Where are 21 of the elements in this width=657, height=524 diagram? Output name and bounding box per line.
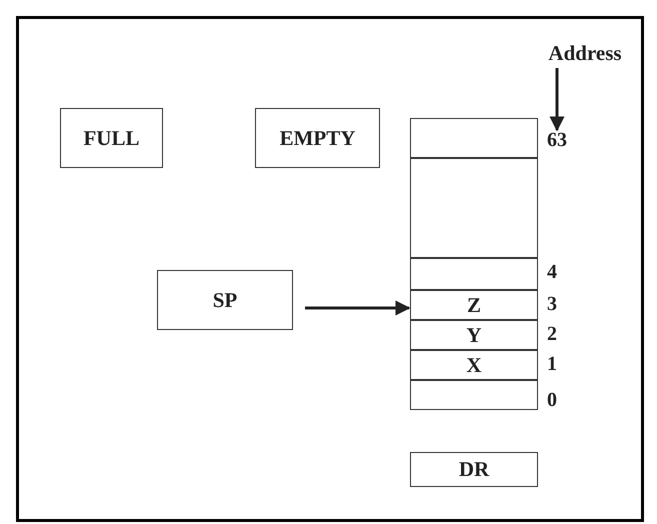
- address-number: 4: [547, 261, 557, 284]
- address-number: 1: [547, 353, 557, 376]
- address-number: 3: [547, 293, 557, 316]
- arrow: [305, 300, 410, 316]
- box-label: FULL: [83, 126, 140, 150]
- cell-value: Z: [466, 292, 481, 318]
- box-label: DR: [458, 457, 490, 482]
- box-label: SP: [212, 288, 238, 312]
- register-box: [410, 452, 538, 487]
- cell-value: X: [466, 352, 482, 378]
- address-heading: Address: [530, 38, 640, 68]
- arrow: [550, 68, 564, 132]
- status-box: [255, 108, 380, 168]
- address-number: 2: [547, 323, 557, 346]
- memory-cell: [410, 158, 538, 258]
- cell-value: Y: [466, 322, 482, 348]
- register-box: [157, 270, 293, 330]
- box-label: EMPTY: [280, 126, 356, 150]
- address-number: 0: [547, 389, 557, 412]
- address-number: 63: [547, 129, 567, 152]
- status-box: [60, 108, 163, 168]
